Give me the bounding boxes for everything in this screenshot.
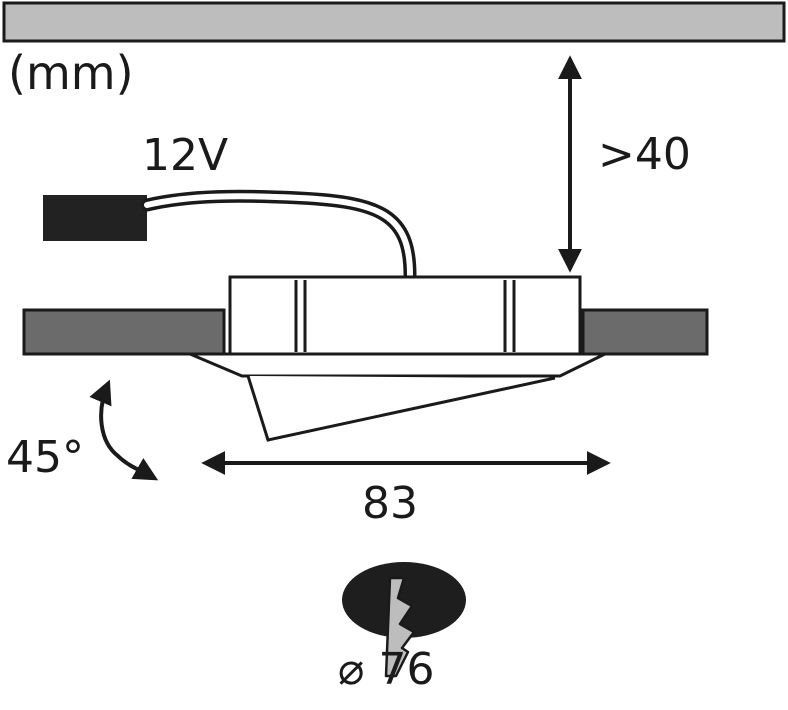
clearance-label: >40 (598, 129, 691, 180)
cutout-diameter-label: ⌀ 76 (338, 644, 435, 695)
ceiling-panel-right (581, 308, 709, 356)
tilt-angle-label: 45° (6, 432, 84, 483)
upper-ceiling-slab (2, 1, 786, 43)
trim-ring (189, 352, 606, 378)
connector-icon (43, 195, 147, 241)
voltage-label: 12V (142, 130, 229, 181)
tilted-lamp-head (246, 375, 556, 442)
curved-double-arrow-icon (89, 379, 159, 481)
ceiling-panel-left (22, 308, 226, 356)
width-label: 83 (362, 478, 418, 529)
keyhole-saw-icon (384, 576, 416, 678)
unit-label: (mm) (8, 46, 134, 100)
cable-highlight (144, 193, 413, 278)
fixture-housing (228, 275, 582, 356)
